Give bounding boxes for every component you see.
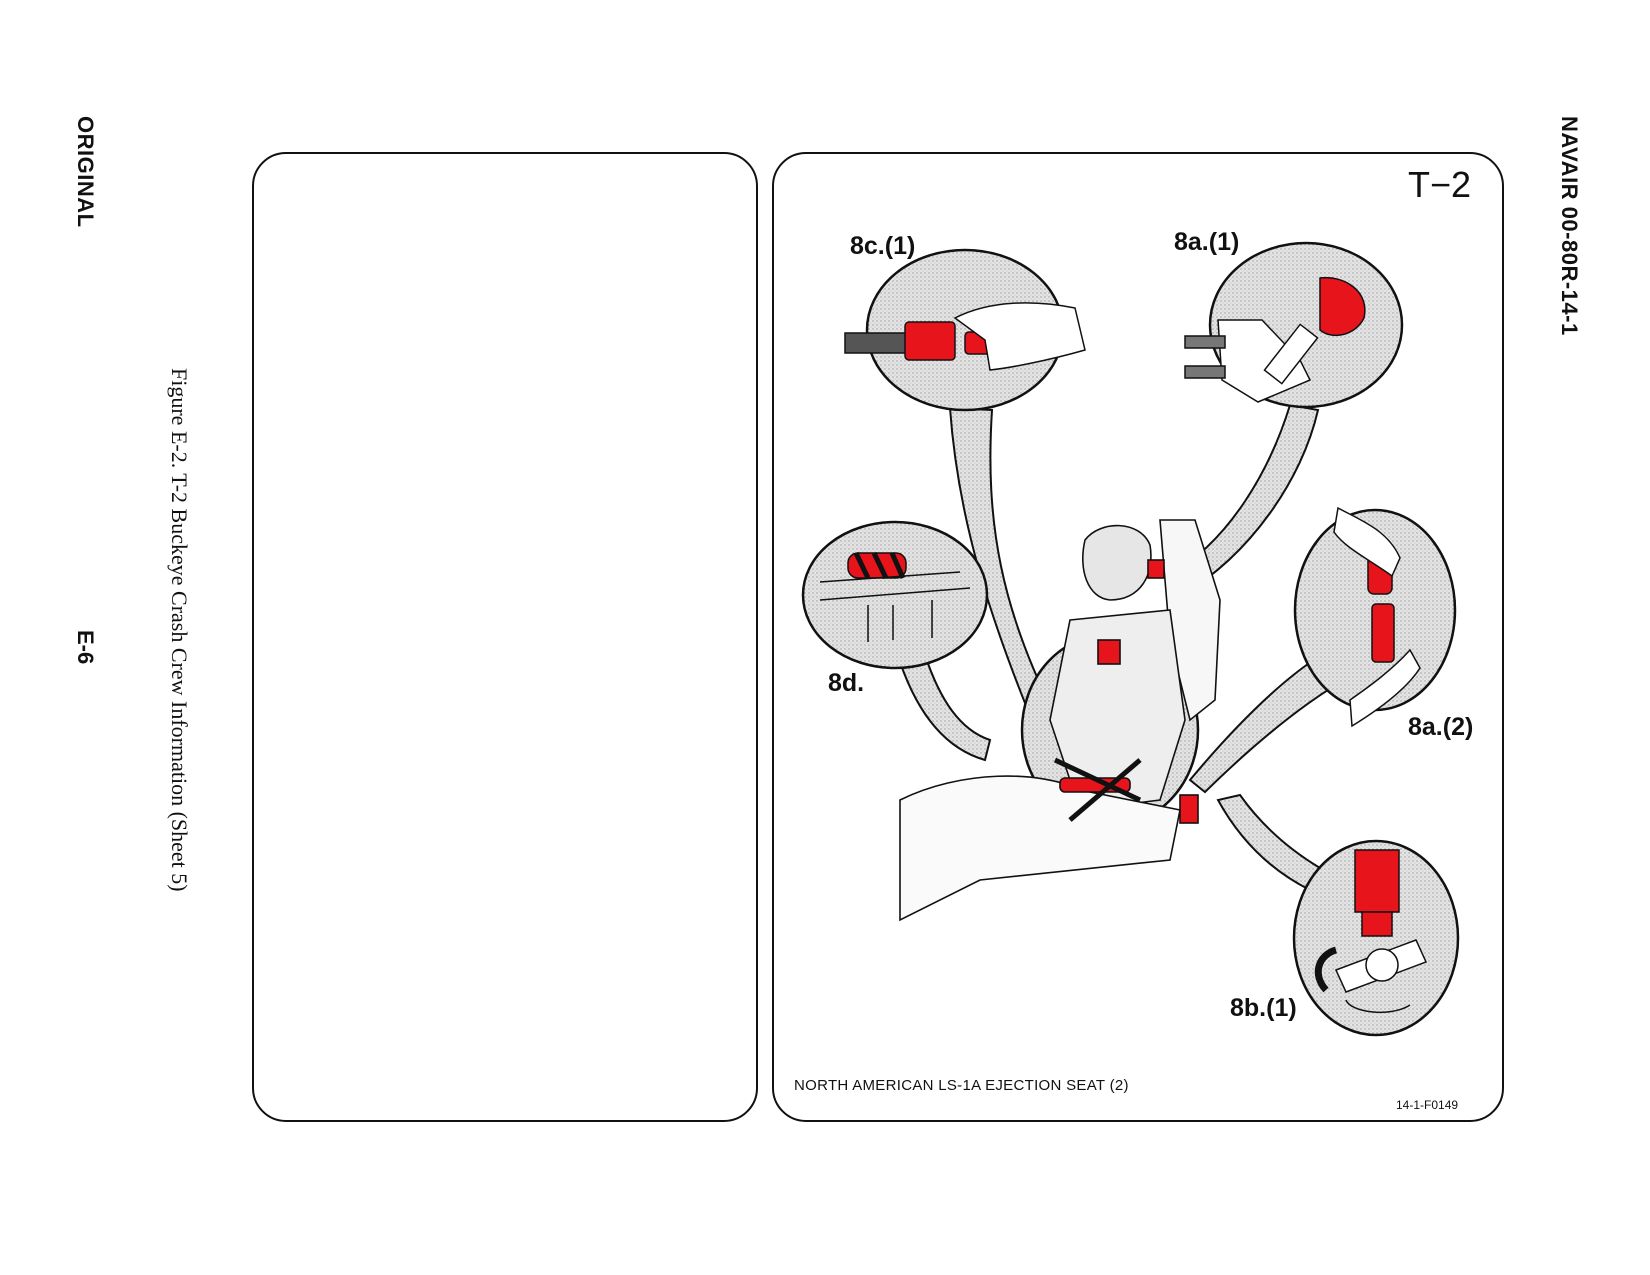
detail-8b1 bbox=[1314, 849, 1428, 1013]
detail-8a2 bbox=[1333, 506, 1421, 728]
callout-8b1-label: 8b.(1) bbox=[1230, 994, 1297, 1022]
callout-circle-8d bbox=[801, 520, 989, 670]
callout-8a2-label: 8a.(2) bbox=[1408, 713, 1474, 741]
figure-code: 14-1-F0149 bbox=[1396, 1098, 1459, 1112]
callout-8c1-label: 8c.(1) bbox=[850, 232, 916, 260]
detail-8c1 bbox=[844, 302, 1086, 371]
seat-occupant bbox=[899, 519, 1221, 922]
seat-title: NORTH AMERICAN LS-1A EJECTION SEAT (2) bbox=[794, 1077, 1129, 1094]
blank-panel bbox=[252, 152, 758, 1122]
callout-circle-8b1 bbox=[1292, 839, 1460, 1037]
detail-8d bbox=[819, 551, 971, 642]
detail-8a1 bbox=[1184, 276, 1366, 403]
callout-8d-label: 8d. bbox=[828, 669, 865, 697]
aircraft-designation: T−2 bbox=[1408, 164, 1472, 205]
callout-8a1-label: 8a.(1) bbox=[1174, 228, 1240, 256]
